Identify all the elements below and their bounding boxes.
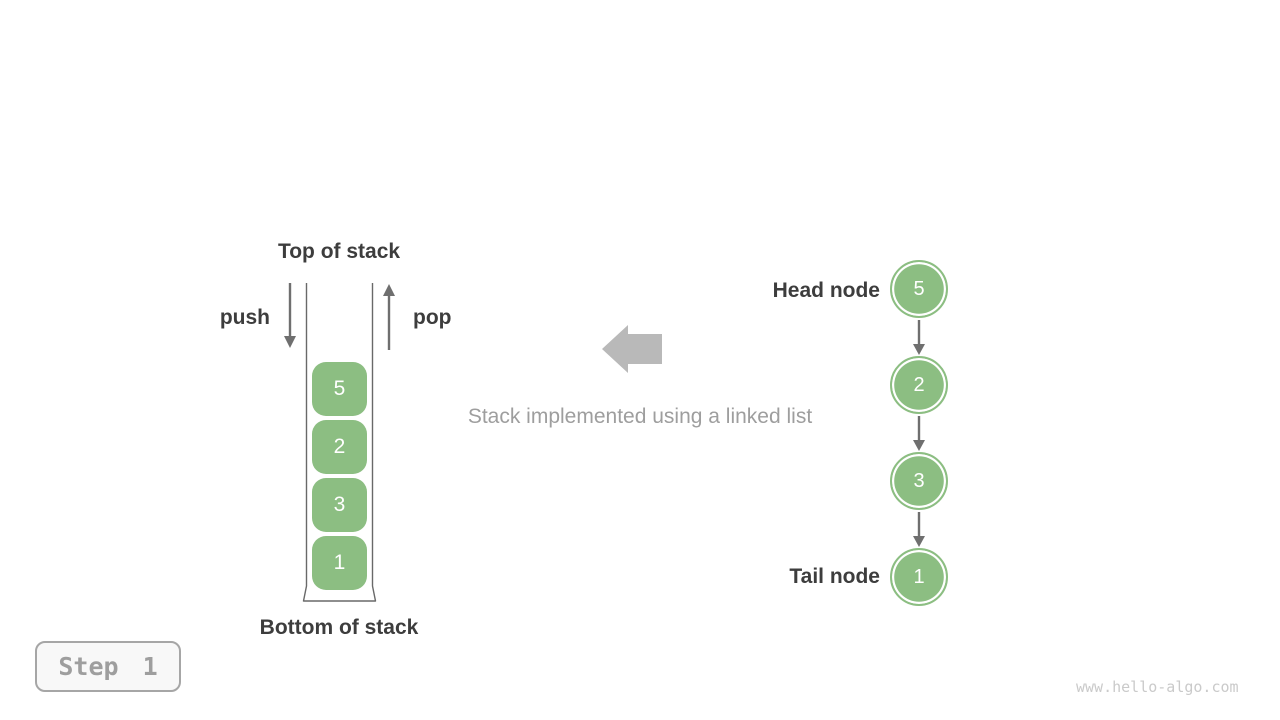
push-arrow-icon (284, 283, 296, 348)
stack-item: 1 (312, 536, 367, 590)
left-block-arrow-icon (602, 325, 662, 373)
linked-list-node: 3 (890, 452, 948, 510)
push-label: push (219, 306, 270, 329)
pop-arrow-icon (383, 284, 395, 350)
linked-list-node: 1 (890, 548, 948, 606)
linked-list-arrow (913, 416, 925, 451)
step-badge: Step 1 (35, 641, 181, 692)
watermark: www.hello-algo.com (1076, 678, 1239, 696)
stack-item: 5 (312, 362, 367, 416)
stack-top-label: Top of stack (277, 240, 401, 263)
diagram-caption: Stack implemented using a linked list (467, 405, 813, 428)
linked-list-node: 5 (890, 260, 948, 318)
pop-label: pop (413, 306, 452, 329)
linked-list-arrow (913, 512, 925, 547)
stack-bottom-label: Bottom of stack (259, 616, 419, 639)
linked-list-arrow (913, 320, 925, 355)
stack-item: 2 (312, 420, 367, 474)
stack-container-outline (302, 283, 377, 602)
tail-node-label: Tail node (789, 565, 880, 588)
linked-list-node: 2 (890, 356, 948, 414)
head-node-label: Head node (772, 279, 880, 302)
stack-item: 3 (312, 478, 367, 532)
